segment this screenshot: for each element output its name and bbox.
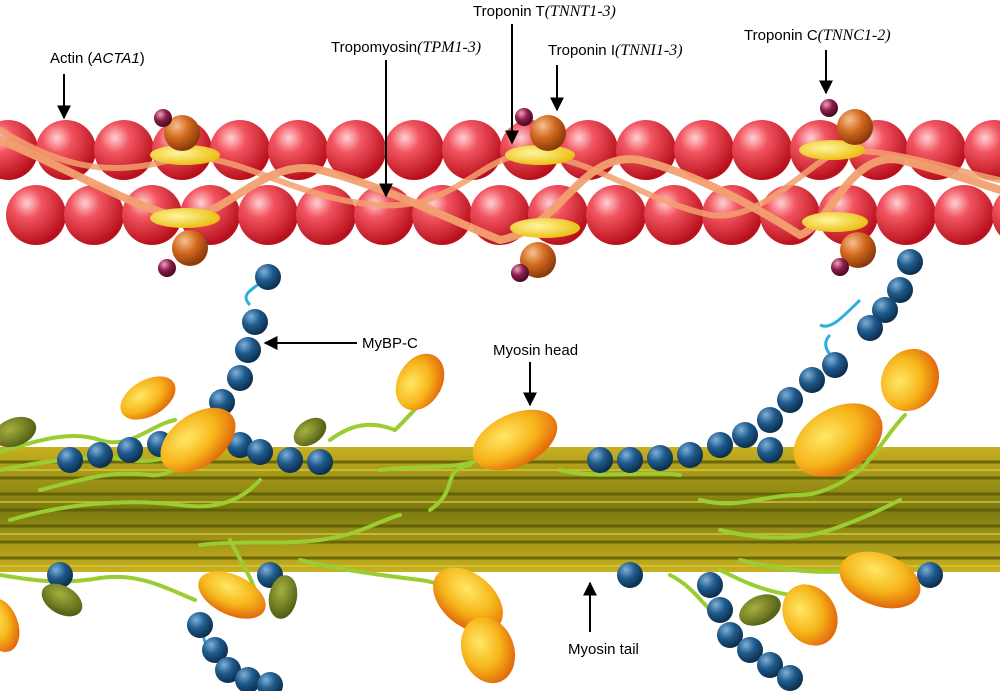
actin-monomer (732, 120, 792, 180)
actin-monomer (934, 185, 994, 245)
myosin-head (395, 353, 445, 411)
thin-filament (0, 99, 1000, 282)
svg-text:MyBP-C: MyBP-C (362, 335, 418, 352)
mybpc-domain (202, 637, 228, 663)
troponin-c-units (154, 99, 849, 282)
mybpc-domain (587, 447, 613, 473)
actin-monomer (64, 185, 124, 245)
mybpc-domain (247, 439, 273, 465)
mybpc-domain (235, 667, 261, 691)
mybpc-domain (57, 447, 83, 473)
myosin-head (433, 567, 503, 633)
mybpc-domain (857, 315, 883, 341)
mybpc-domain (872, 297, 898, 323)
label-troponin-i: Troponin I(TNNI1-3) (548, 42, 683, 112)
mybpc-domain (277, 447, 303, 473)
label-troponin-c: Troponin C(TNNC1-2) (744, 27, 891, 95)
actin-monomer (964, 120, 1000, 180)
myosin-head (880, 348, 940, 412)
mybpc-domain (617, 562, 643, 588)
mybpc-domain (777, 387, 803, 413)
mybpc-domain (307, 449, 333, 475)
mybpc-domain (647, 445, 673, 471)
mybpc-domain (887, 277, 913, 303)
mybpc-domain (897, 249, 923, 275)
mybpc-domain (707, 432, 733, 458)
mybpc-domain (799, 367, 825, 393)
actin-monomer (992, 194, 1000, 236)
myosin-head (198, 571, 266, 619)
mybpc-domain (235, 337, 261, 363)
mybpc-domain (717, 622, 743, 648)
actin-monomer (442, 120, 502, 180)
mybpc-domain (187, 612, 213, 638)
troponin-i-units (164, 109, 876, 278)
mybpc-domain (87, 442, 113, 468)
mybpc-domain (117, 437, 143, 463)
mybpc-domain (242, 309, 268, 335)
actin-monomer (238, 185, 298, 245)
troponin-t-units (150, 140, 868, 238)
myosin-head (839, 551, 921, 609)
label-actin: Actin (ACTA1) (50, 50, 145, 120)
myosin-head (460, 616, 516, 684)
mybpc-domain (757, 407, 783, 433)
myosin-head (793, 403, 883, 477)
mybpc-domain (707, 597, 733, 623)
mybpc-domain (255, 264, 281, 290)
svg-text:Myosin head: Myosin head (493, 342, 578, 359)
mybpc-domain (215, 657, 241, 683)
mybpc-domain (757, 437, 783, 463)
mybpc-domain (777, 665, 803, 691)
svg-text:Tropomyosin(TPM1-3): Tropomyosin(TPM1-3) (331, 39, 481, 56)
mybpc-domain (757, 652, 783, 678)
svg-text:Troponin T(TNNT1-3): Troponin T(TNNT1-3) (473, 3, 616, 20)
myosin-head (160, 407, 236, 473)
actin-monomer (384, 120, 444, 180)
actin-monomer (94, 120, 154, 180)
myosin-light-chains (0, 416, 781, 626)
myosin-heads (0, 348, 940, 684)
actin-monomer (876, 185, 936, 245)
mybpc-domain (227, 365, 253, 391)
label-myosin-head: Myosin head (493, 342, 578, 407)
actin-monomer (6, 185, 66, 245)
actin-monomer (674, 120, 734, 180)
label-myosin-tail: Myosin tail (568, 581, 639, 658)
mybpc-domain (227, 432, 253, 458)
actin-monomer (586, 185, 646, 245)
mybpc-domain (617, 447, 643, 473)
mybpc-domain (822, 352, 848, 378)
svg-text:Actin (ACTA1): Actin (ACTA1) (50, 50, 145, 67)
label-troponin-t: Troponin T(TNNT1-3) (473, 3, 616, 145)
myosin-head (0, 597, 20, 653)
label-tropomyosin: Tropomyosin(TPM1-3) (331, 39, 481, 198)
mybpc-domain (697, 572, 723, 598)
svg-text:Troponin I(TNNI1-3): Troponin I(TNNI1-3) (548, 42, 683, 59)
svg-text:Troponin C(TNNC1-2): Troponin C(TNNC1-2) (744, 27, 891, 44)
mybpc-domain (917, 562, 943, 588)
myosin-head (782, 584, 838, 646)
svg-text:Myosin tail: Myosin tail (568, 641, 639, 658)
label-mybpc: MyBP-C (263, 335, 418, 352)
mybpc-domain (257, 672, 283, 691)
mybpc-domain (732, 422, 758, 448)
actin-monomer (326, 120, 386, 180)
mybpc-domain (677, 442, 703, 468)
myosin-head (120, 376, 176, 420)
mybpc-domain (47, 562, 73, 588)
mybpc-domain (737, 637, 763, 663)
myosin-head (472, 409, 558, 471)
